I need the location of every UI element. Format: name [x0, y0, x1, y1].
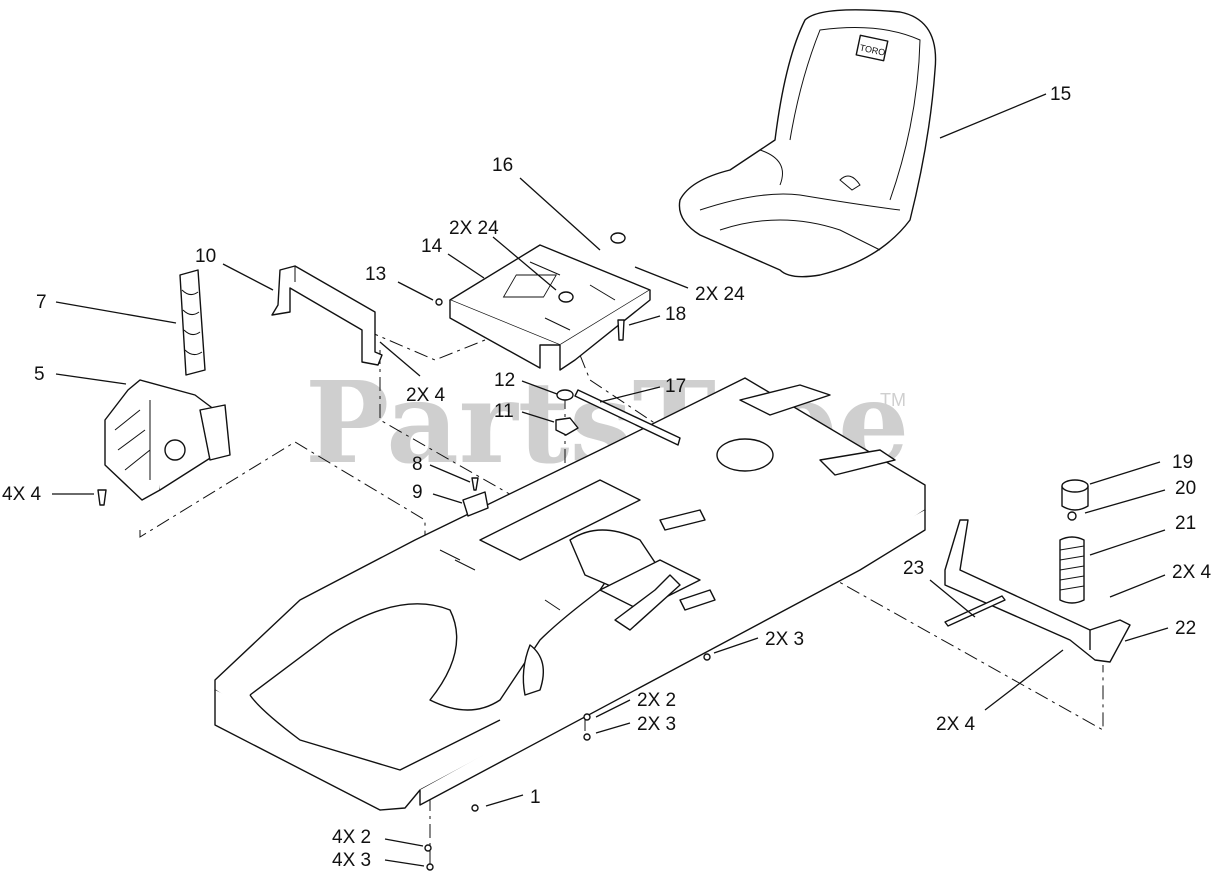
seat-part-15: TORO: [678, 9, 937, 278]
spring-part-21: [1059, 536, 1085, 604]
bolt-part-18: [617, 319, 625, 341]
callout-1: 1: [530, 787, 541, 808]
callout-21: 21: [1175, 513, 1196, 534]
callout-10: 10: [195, 246, 216, 267]
callout-2x3-lower: 2X 3: [637, 714, 676, 735]
callout-4x3: 4X 3: [332, 850, 371, 871]
callout-2x3-right: 2X 3: [765, 629, 804, 650]
bracket-part-22: [944, 519, 1131, 663]
nut-part-20: [1067, 511, 1077, 521]
rod-part-17: [574, 389, 681, 446]
watermark-tm: TM: [880, 390, 906, 410]
callout-19: 19: [1172, 452, 1193, 473]
callout-23: 23: [903, 558, 924, 579]
callout-4x2: 4X 2: [332, 827, 371, 848]
bumper-part-19: [1061, 479, 1089, 511]
callout-11: 11: [494, 401, 514, 422]
callout-13: 13: [365, 264, 386, 285]
callout-15: 15: [1050, 84, 1071, 105]
switch-part-11: [555, 417, 579, 436]
callout-2x4-lower: 2X 4: [936, 714, 976, 735]
callout-16: 16: [492, 155, 513, 176]
screw-part-8: [471, 477, 479, 491]
callout-2x24-right: 2X 24: [695, 284, 745, 305]
callout-labels: 1 4X 2 4X 3 4X 4 5 7 10 13 14 2X 24 16 2…: [2, 84, 1212, 871]
callout-2x4-bracket: 2X 4: [406, 385, 446, 406]
callout-7: 7: [36, 292, 47, 313]
frame-part-1: [214, 377, 926, 811]
callout-17: 17: [665, 376, 686, 397]
callout-2x24-upper: 2X 24: [449, 218, 499, 239]
callout-20: 20: [1175, 478, 1196, 499]
callout-18: 18: [665, 304, 686, 325]
callout-2x4-right: 2X 4: [1172, 562, 1212, 583]
adjust-bracket-part-5: [104, 379, 231, 501]
callout-8: 8: [412, 454, 423, 475]
seat-plate-part-14: [449, 232, 651, 371]
callout-22: 22: [1175, 618, 1196, 639]
callout-2x2: 2X 2: [637, 690, 676, 711]
bolt-4x4: [97, 489, 107, 506]
callout-5: 5: [34, 364, 45, 385]
bolt-part-13: [435, 298, 443, 306]
washer-part-12: [556, 389, 574, 401]
switch-part-9: [462, 491, 489, 517]
fasteners-bottom: [424, 653, 711, 871]
pin-part-23: [944, 595, 1006, 627]
seat-bracket-part-10: [271, 265, 383, 366]
callout-14: 14: [421, 236, 443, 257]
rack-part-7: [179, 269, 206, 376]
callout-9: 9: [412, 482, 423, 503]
callout-4x4: 4X 4: [2, 484, 42, 505]
callout-12: 12: [494, 370, 515, 391]
leader-lines: [52, 93, 1169, 867]
